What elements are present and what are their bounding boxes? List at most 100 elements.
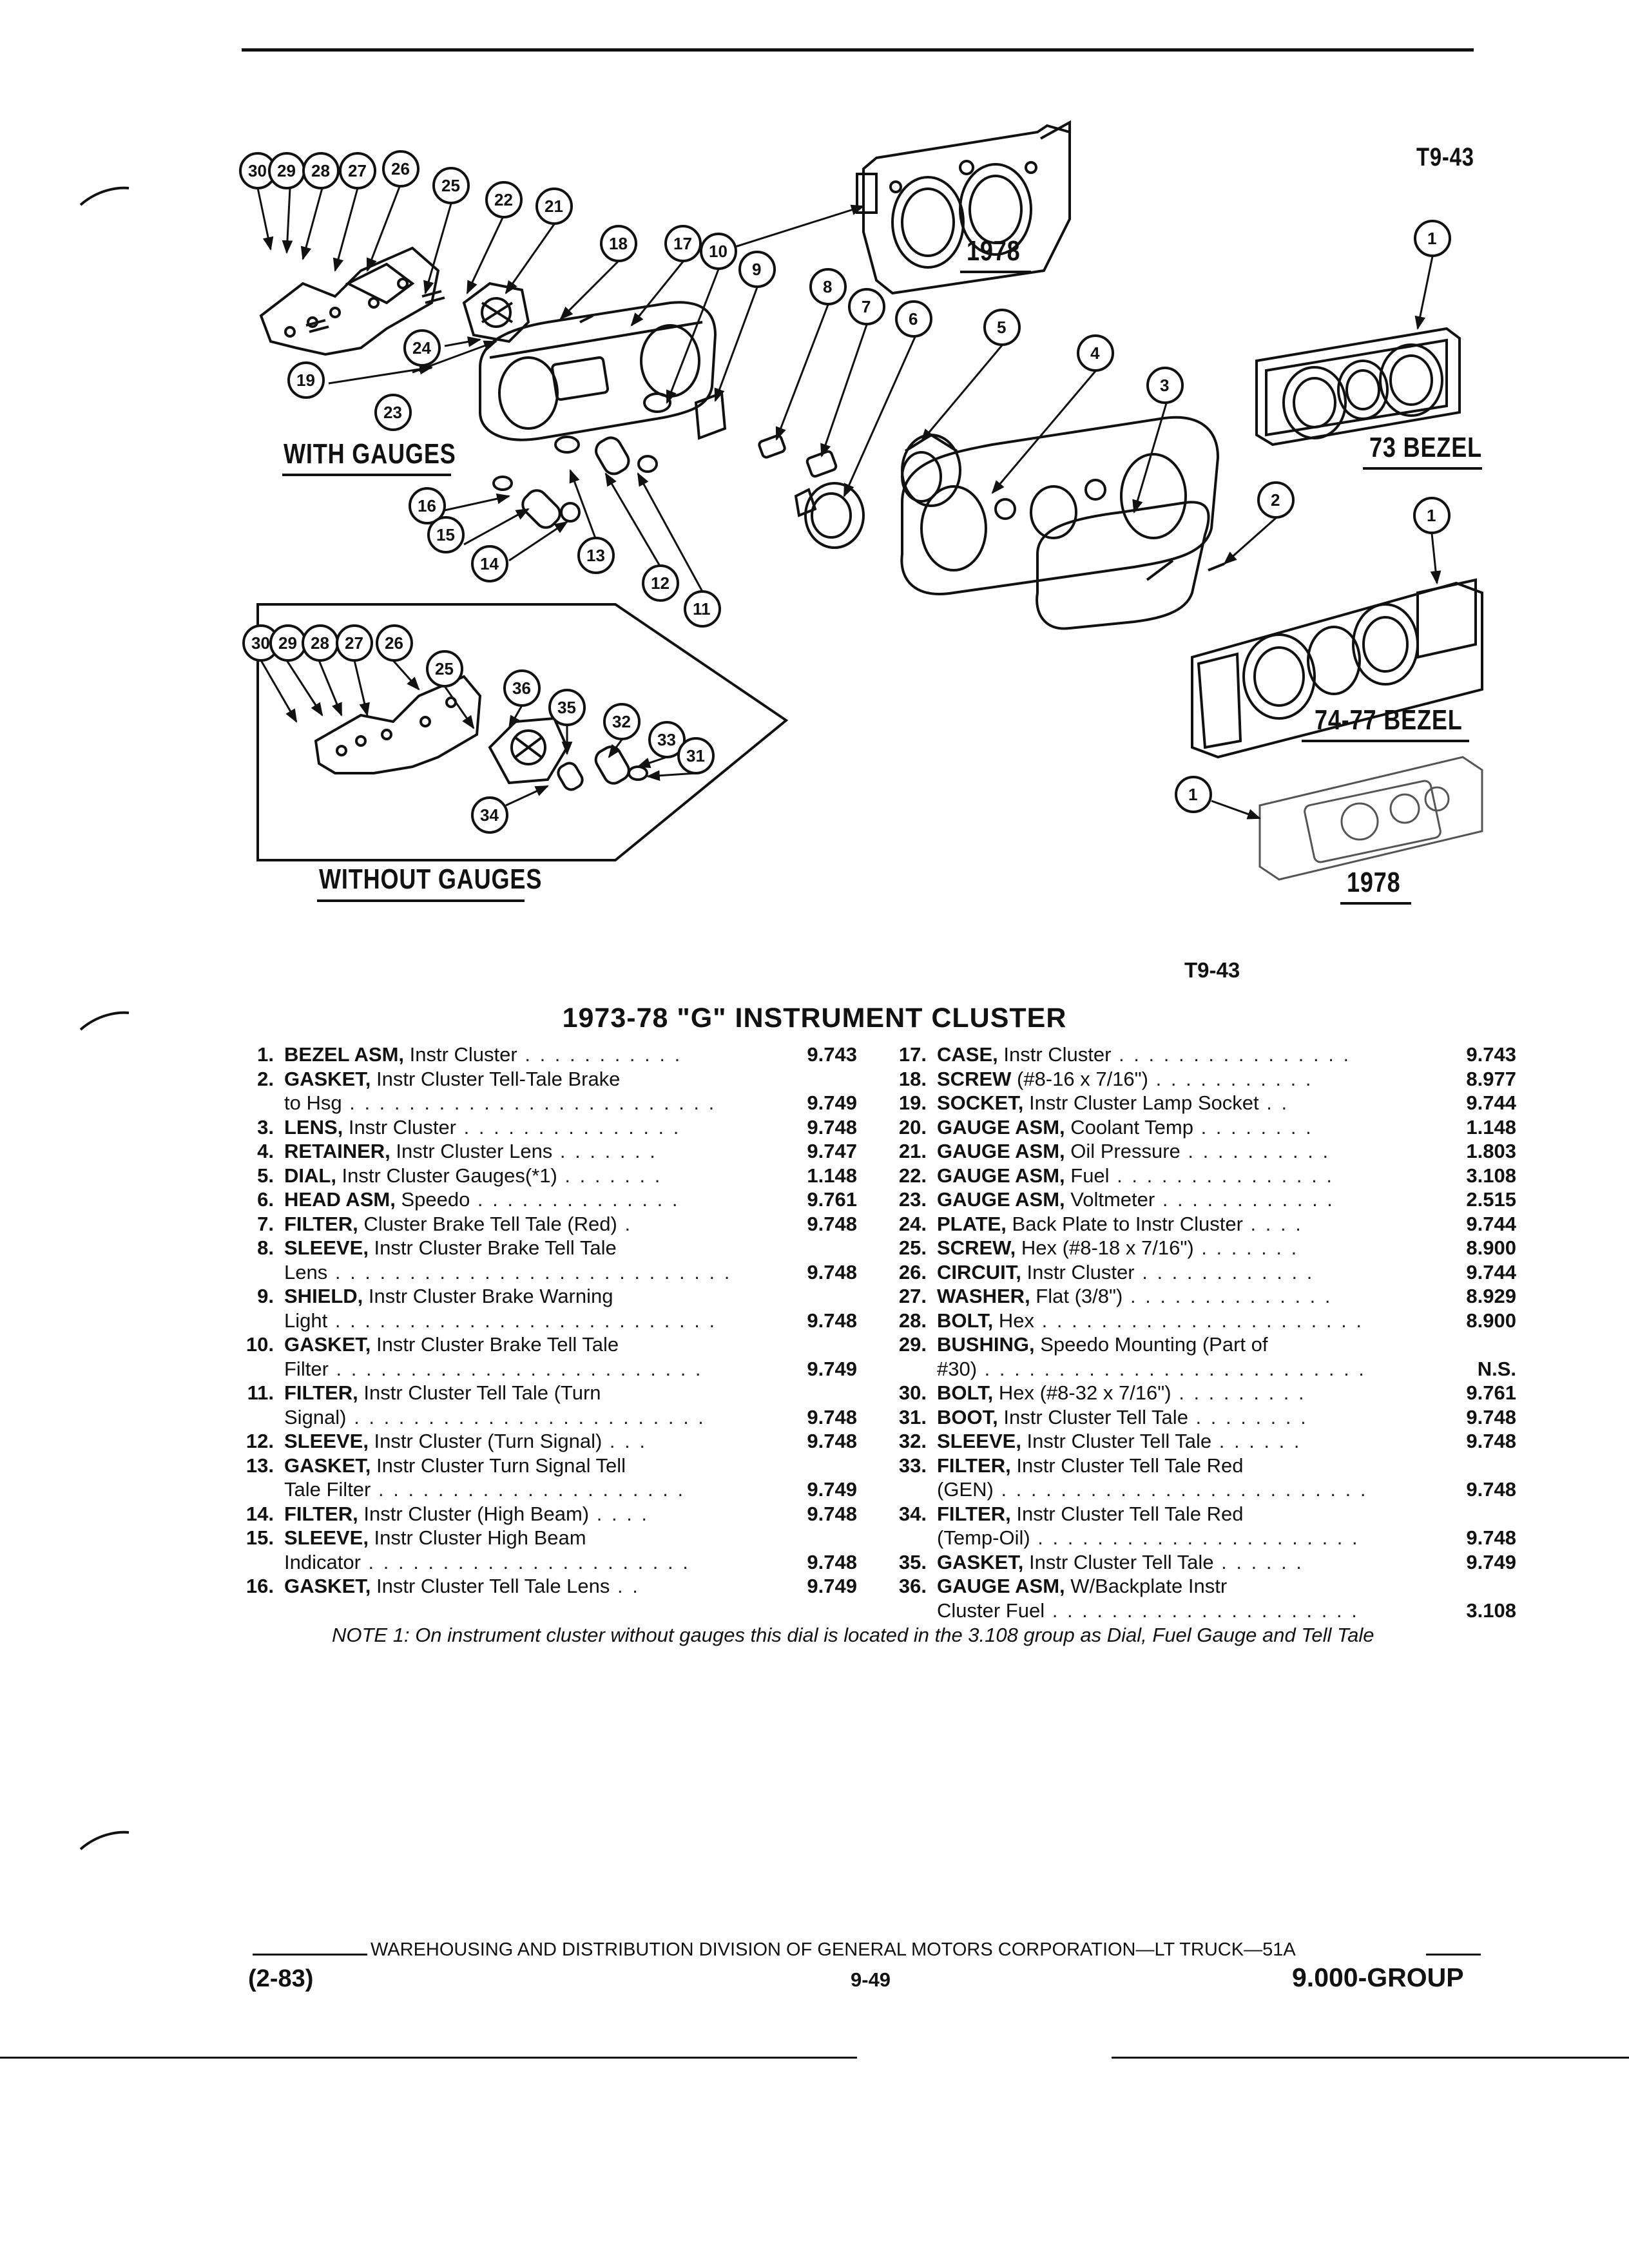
part-description: BOLT, Hex . . . . . . . . . . . . . . . …	[937, 1309, 1364, 1333]
group-number: 9.761	[1466, 1381, 1516, 1404]
parts-list-right: 17.CASE, Instr Cluster . . . . . . . . .…	[882, 1043, 1516, 1622]
retainer-drawing	[900, 416, 1220, 595]
part-number: 9.	[257, 1285, 274, 1307]
part-row: 3.LENS, Instr Cluster . . . . . . . . . …	[229, 1115, 857, 1140]
part-number: 32.	[898, 1430, 927, 1452]
callout-32: 32	[612, 712, 631, 731]
page-title: 1973-78 "G" INSTRUMENT CLUSTER	[562, 1003, 1067, 1033]
part-description: RETAINER, Instr Cluster Lens . . . . . .…	[284, 1139, 657, 1164]
part-description: GAUGE ASM, Oil Pressure . . . . . . . . …	[937, 1139, 1330, 1164]
footer-date: (2-83)	[248, 1965, 314, 1992]
part-desc-text: Speedo	[395, 1188, 470, 1211]
part-description: SCREW, Hex (#8-18 x 7/16") . . . . . . .	[937, 1236, 1298, 1260]
part-name: BEZEL ASM,	[284, 1043, 405, 1066]
part-name: SLEEVE,	[937, 1430, 1021, 1452]
part-description: GASKET, Instr Cluster Tell Tale Lens . .	[284, 1574, 640, 1599]
fuel-gauge-without-drawing	[488, 716, 569, 785]
callout-30a: 30	[248, 161, 267, 180]
bezel-74-77-drawing	[1191, 578, 1483, 759]
group-number: 9.748	[807, 1405, 857, 1428]
group-number: 9.743	[1466, 1043, 1516, 1066]
part-number: 24.	[898, 1212, 927, 1235]
leader-dots: . . . . . . . . . . . . . .	[1123, 1285, 1333, 1307]
part-number: 23.	[898, 1188, 927, 1211]
part-description: SLEEVE, Instr Cluster Tell Tale . . . . …	[937, 1429, 1302, 1454]
label-1978-case-underline	[960, 271, 1031, 273]
part-number: 22.	[898, 1164, 927, 1187]
part-name: WASHER,	[937, 1285, 1030, 1307]
part-row: 9. SHIELD, Instr Cluster Brake Warning	[229, 1284, 857, 1309]
group-number: 9.748	[807, 1115, 857, 1139]
group-number: 9.744	[1466, 1091, 1516, 1114]
leader-dots: . . . . . . . . . . .	[517, 1043, 682, 1066]
part-description: Tale Filter . . . . . . . . . . . . . . …	[284, 1477, 685, 1502]
part-desc-text: Signal)	[284, 1405, 347, 1428]
callout-27a: 27	[348, 161, 367, 180]
part-name: DIAL,	[284, 1164, 336, 1187]
part-number: 12.	[246, 1430, 274, 1452]
callout-24: 24	[412, 338, 431, 358]
part-row: 29.BUSHING, Speedo Mounting (Part of	[882, 1332, 1516, 1357]
part-row: Cluster Fuel . . . . . . . . . . . . . .…	[882, 1599, 1516, 1623]
group-number: 9.748	[1466, 1478, 1516, 1501]
part-row: 34.FILTER, Instr Cluster Tell Tale Red	[882, 1502, 1516, 1526]
part-description: HEAD ASM, Speedo . . . . . . . . . . . .…	[284, 1187, 679, 1212]
leader-dots: . . . .	[1242, 1212, 1303, 1235]
group-number: 1.148	[1466, 1115, 1516, 1139]
callout-13: 13	[586, 546, 605, 565]
part-number: 18.	[898, 1067, 927, 1090]
part-row: #30) . . . . . . . . . . . . . . . . . .…	[882, 1357, 1516, 1381]
callout-17: 17	[673, 234, 692, 253]
part-desc-text: Speedo Mounting (Part of	[1034, 1333, 1268, 1356]
part-desc-text: Cluster Fuel	[937, 1599, 1045, 1622]
part-description: #30) . . . . . . . . . . . . . . . . . .…	[937, 1357, 1366, 1381]
leader-dots: . . . . . . .	[557, 1164, 662, 1187]
leader-dots: . . . . . . . . . . . . . . . . . . . . …	[342, 1091, 717, 1114]
callout-21: 21	[545, 197, 563, 216]
footer-rule-left	[253, 1954, 367, 1956]
callout-6: 6	[909, 309, 918, 329]
part-row: 5.DIAL, Instr Cluster Gauges(*1) . . . .…	[229, 1164, 857, 1188]
part-row: 10.GASKET, Instr Cluster Brake Tell Tale	[229, 1332, 857, 1357]
leader-dots: . . . . . . . . . . . . . . . . . . . . …	[1030, 1526, 1360, 1549]
part-name: GASKET,	[284, 1333, 371, 1356]
part-description: SHIELD, Instr Cluster Brake Warning	[284, 1284, 613, 1309]
callout-18: 18	[609, 234, 628, 253]
part-desc-text: Hex	[993, 1309, 1034, 1332]
leader-dots: . . . . . . . . . . . . . . . .	[1111, 1043, 1351, 1066]
group-number: 9.744	[1466, 1260, 1516, 1283]
group-number: 8.900	[1466, 1309, 1516, 1332]
callout-29a: 29	[277, 161, 296, 180]
part-name: GAUGE ASM,	[937, 1140, 1065, 1162]
part-name: GASKET,	[284, 1454, 371, 1477]
leader-dots: . . . . . . .	[1193, 1236, 1299, 1259]
group-number: 1.148	[807, 1164, 857, 1187]
part-number: 14.	[246, 1502, 274, 1525]
filter-brake-drawing	[758, 434, 786, 459]
figure-code-mid: T9-43	[1184, 958, 1240, 982]
part-row: 23.GAUGE ASM, Voltmeter . . . . . . . . …	[882, 1187, 1516, 1212]
group-number: 9.748	[807, 1502, 857, 1525]
part-row: Signal) . . . . . . . . . . . . . . . . …	[229, 1405, 857, 1430]
part-number: 27.	[898, 1285, 927, 1307]
callout-15: 15	[436, 525, 455, 544]
leader-dots: . . . . . . . . . . . . . . . . . . . . …	[360, 1550, 690, 1573]
footer-page-number: 9-49	[851, 1968, 891, 1991]
group-number: 9.749	[807, 1091, 857, 1114]
part-description: to Hsg . . . . . . . . . . . . . . . . .…	[284, 1091, 716, 1115]
callout-16: 16	[418, 496, 436, 515]
part-name: GAUGE ASM,	[937, 1575, 1065, 1597]
part-number: 20.	[898, 1115, 927, 1139]
part-description: BUSHING, Speedo Mounting (Part of	[937, 1332, 1268, 1357]
callout-7: 7	[862, 297, 871, 316]
leader-dots: . . . . . . . . . . . . . . . . . . . . …	[346, 1405, 706, 1428]
part-row: (GEN) . . . . . . . . . . . . . . . . . …	[882, 1477, 1516, 1502]
leader-dots: . . . . . . . .	[1193, 1115, 1313, 1139]
part-name: FILTER,	[284, 1381, 358, 1404]
part-desc-text: Instr Cluster Gauges(*1)	[336, 1164, 557, 1187]
part-desc-text: Instr Cluster Brake Warning	[363, 1285, 613, 1307]
bezel-73-drawing	[1255, 327, 1461, 447]
label-73-bezel-underline	[1363, 467, 1482, 470]
part-name: FILTER,	[284, 1502, 358, 1525]
part-desc-text: Voltmeter	[1065, 1188, 1155, 1211]
